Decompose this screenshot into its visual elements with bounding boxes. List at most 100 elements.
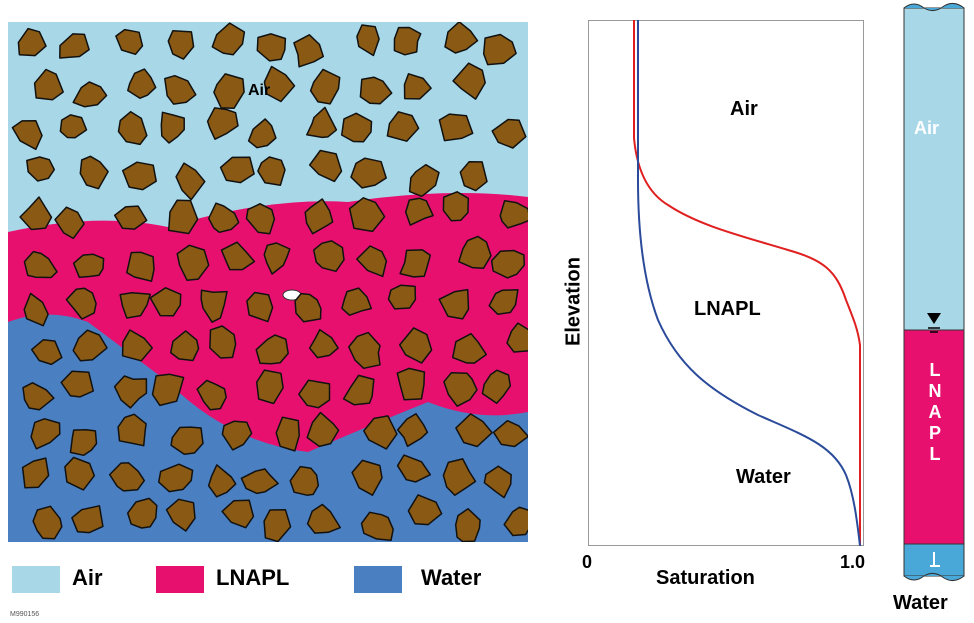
legend-swatch-air	[12, 566, 60, 593]
sand-grain	[341, 287, 373, 316]
sand-grain	[209, 325, 237, 359]
sand-grain	[221, 420, 253, 451]
sand-grain	[304, 198, 334, 235]
sand-grain	[257, 156, 286, 186]
sand-grain	[454, 508, 481, 543]
sand-grain	[220, 241, 256, 271]
sand-grain	[403, 73, 432, 100]
sand-grain	[408, 163, 440, 198]
well-lnapl-letter: L	[929, 360, 941, 380]
figure-code: M990156	[10, 611, 40, 618]
sand-grain	[491, 118, 527, 149]
sand-grain	[121, 329, 153, 362]
well-bottom-cap	[903, 572, 965, 582]
sand-grain	[458, 235, 492, 270]
sand-grain	[240, 468, 279, 495]
sand-grain	[289, 465, 320, 496]
sand-grain	[360, 511, 394, 542]
region-label-lnapl: LNAPL	[694, 298, 761, 320]
sand-grain	[113, 375, 148, 409]
sand-grain	[351, 459, 383, 496]
sand-grain	[72, 253, 105, 278]
sand-grain	[206, 107, 239, 140]
sand-grain	[488, 288, 519, 315]
sand-grain	[340, 112, 373, 143]
sand-grain	[443, 372, 478, 407]
sand-grain	[151, 373, 185, 407]
sand-grain	[455, 413, 493, 448]
sand-grain	[275, 416, 300, 452]
sand-grain	[121, 161, 157, 191]
sand-grain	[65, 287, 97, 320]
legend-swatch-water	[354, 566, 402, 593]
sand-grain	[59, 114, 88, 139]
legend-label-air: Air	[72, 565, 103, 590]
sand-grain	[363, 415, 398, 450]
sand-grain	[481, 369, 512, 404]
sand-grains	[11, 21, 539, 543]
sand-grain	[407, 494, 443, 526]
sand-grain	[396, 454, 432, 483]
saturation-curves	[588, 20, 864, 547]
sand-grain	[492, 419, 530, 448]
sand-grain	[54, 206, 85, 240]
sand-grain	[306, 411, 340, 448]
sand-grain	[108, 462, 146, 492]
sand-grain	[169, 330, 200, 362]
sand-grain	[22, 382, 55, 411]
sand-grain	[160, 111, 185, 144]
sand-grain	[298, 379, 331, 409]
sand-grain	[175, 162, 206, 201]
sand-grain	[350, 157, 387, 189]
sand-grain	[127, 68, 157, 99]
sand-grain	[398, 327, 433, 364]
sand-grain	[167, 199, 199, 235]
sand-grain	[359, 76, 393, 105]
sand-grain	[149, 287, 182, 317]
water-level-marker	[927, 313, 941, 324]
sand-grain	[219, 156, 255, 184]
sand-grain	[308, 149, 343, 183]
well-lnapl-letter: P	[928, 423, 941, 443]
pore-air-label: Air	[248, 82, 271, 99]
plot-frame	[588, 20, 864, 546]
sand-grain	[211, 22, 246, 56]
well-lnapl-letter: L	[929, 444, 941, 464]
sand-grain	[387, 284, 417, 310]
sand-grain	[306, 503, 342, 534]
sand-grain	[245, 203, 276, 235]
sand-grain	[11, 119, 43, 151]
sand-grain	[79, 155, 109, 190]
sand-grain	[200, 289, 228, 323]
sand-grain	[499, 199, 531, 229]
sand-grain	[386, 111, 420, 142]
sand-grain	[263, 508, 292, 543]
sand-grain	[490, 249, 526, 279]
sand-grain	[71, 505, 104, 534]
sand-grain	[32, 505, 63, 540]
sand-grain	[213, 73, 245, 110]
sand-grain	[33, 68, 64, 101]
sand-grain	[312, 240, 345, 273]
sand-grain	[247, 118, 277, 149]
y-axis-label: Elevation	[562, 257, 585, 346]
sand-grain	[117, 413, 147, 447]
sand-grain	[306, 106, 338, 139]
sand-grain	[196, 379, 227, 411]
sand-grain	[176, 244, 210, 281]
pore-scale-panel: Air	[8, 21, 539, 543]
sand-grain	[444, 21, 479, 54]
sand-grain	[23, 250, 58, 279]
sand-grain	[309, 68, 341, 105]
sand-grain	[255, 369, 284, 405]
sand-grain	[170, 426, 204, 456]
well-lnapl-column	[903, 329, 965, 545]
sand-grain	[157, 463, 194, 493]
sand-grain	[396, 413, 429, 448]
sand-grain	[263, 242, 291, 275]
sand-grain	[459, 160, 488, 192]
x-axis-min-label: 0	[582, 552, 593, 572]
region-label-air: Air	[730, 98, 758, 120]
sand-grain	[115, 28, 144, 56]
sand-grain	[19, 196, 53, 231]
